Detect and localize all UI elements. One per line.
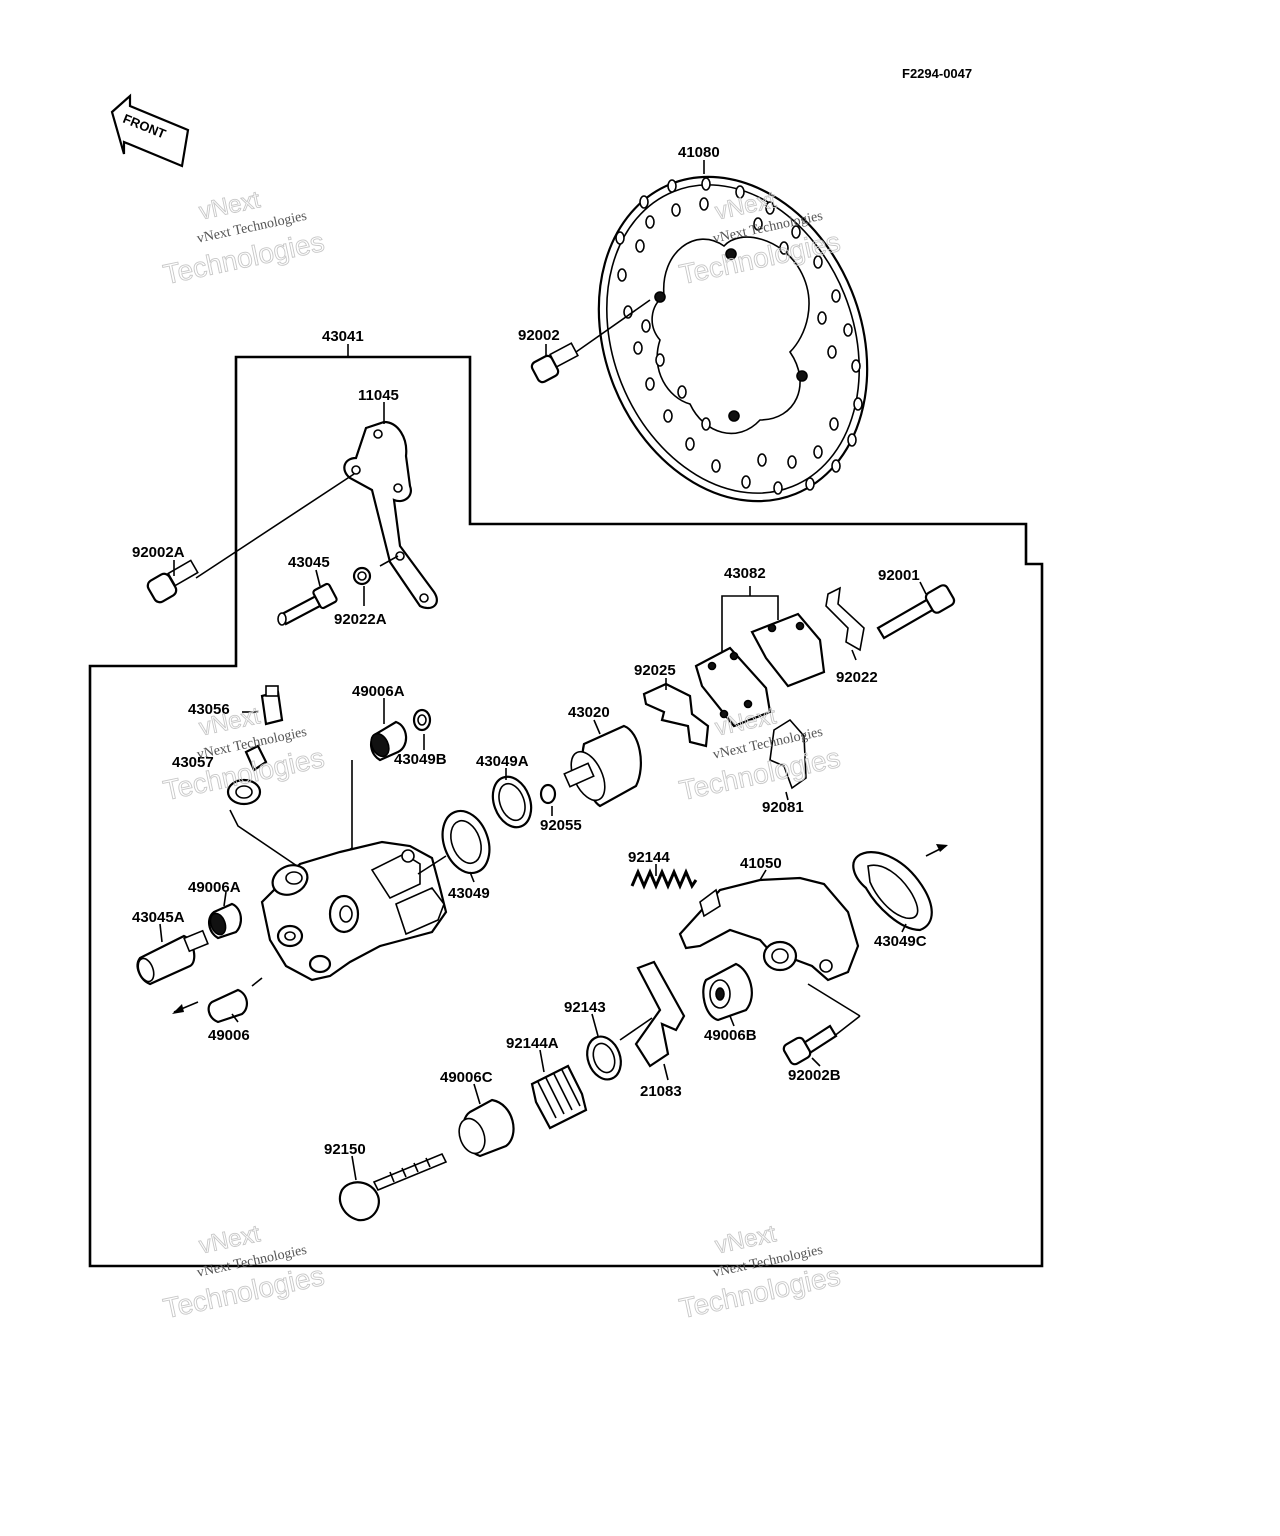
brake-disc — [597, 175, 869, 503]
leader-lines — [159, 160, 927, 1181]
seal-43049 — [417, 809, 491, 875]
spring-92144A — [530, 1064, 588, 1130]
label-92055: 92055 — [540, 817, 582, 834]
label-43049: 43049 — [448, 885, 490, 902]
label-92002B: 92002B — [788, 1067, 841, 1084]
bracket-bolt-92002A — [146, 473, 355, 604]
label-92022A: 92022A — [334, 611, 387, 628]
label-92001: 92001 — [878, 567, 920, 584]
watermark-top-left: vNext vNext Technologies Technologies — [160, 186, 327, 291]
front-arrow-icon: FRONT — [110, 93, 190, 168]
ring-92143 — [586, 1035, 622, 1081]
bushing-49006A-top — [370, 708, 432, 762]
direction-arrow-icon — [172, 1001, 199, 1014]
bleeder-valve — [226, 685, 284, 806]
pin-43045A — [136, 929, 209, 986]
label-41080: 41080 — [678, 144, 720, 161]
label-49006A-bottom: 49006A — [188, 879, 241, 896]
label-11045: 11045 — [358, 387, 399, 404]
label-43045A: 43045A — [132, 909, 185, 926]
label-43082: 43082 — [724, 565, 766, 582]
assembly-outline — [88, 355, 1044, 1268]
label-92144: 92144 — [628, 849, 670, 866]
brake-pads — [694, 586, 826, 728]
label-43020: 43020 — [568, 704, 610, 721]
bolt-92001 — [825, 584, 956, 652]
caliper-body — [229, 760, 448, 982]
label-43056: 43056 — [188, 701, 230, 718]
label-92002A: 92002A — [132, 544, 185, 561]
label-43041: 43041 — [322, 328, 364, 345]
bushing-49006A-bottom — [208, 902, 242, 940]
bushing-49006 — [207, 977, 263, 1024]
label-92025: 92025 — [634, 662, 676, 679]
label-49006A-top: 49006A — [352, 683, 405, 700]
label-49006C: 49006C — [440, 1069, 493, 1086]
part-labels: 41080 92002 43041 11045 92002A 43045 920… — [132, 144, 927, 1158]
spring-92081 — [769, 718, 807, 790]
label-43049A: 43049A — [476, 753, 529, 770]
label-49006: 49006 — [208, 1027, 250, 1044]
label-92002: 92002 — [518, 327, 560, 344]
piston-43020 — [563, 724, 642, 808]
label-92143: 92143 — [564, 999, 606, 1016]
lever-41050 — [678, 876, 861, 1045]
ref-code: F2294-0047 — [902, 66, 972, 81]
clip-92025 — [642, 682, 710, 748]
seal-43049A — [491, 775, 557, 829]
label-43057: 43057 — [172, 754, 214, 771]
lever-21083 — [619, 960, 686, 1068]
label-43049B: 43049B — [394, 751, 447, 768]
label-43045: 43045 — [288, 554, 330, 571]
label-92144A: 92144A — [506, 1035, 559, 1052]
caliper-bracket — [343, 420, 438, 610]
label-43049C: 43049C — [874, 933, 927, 950]
bolt-92002B — [782, 1024, 838, 1066]
boot-49006C — [458, 1098, 515, 1158]
disc-bolt-92002 — [530, 299, 651, 384]
roller-49006B — [702, 962, 753, 1022]
label-92081: 92081 — [762, 799, 804, 816]
adjuster-bolt-92150 — [338, 1152, 448, 1222]
label-41050: 41050 — [740, 855, 782, 872]
pin-43045 — [277, 555, 399, 626]
label-21083: 21083 — [640, 1083, 682, 1100]
label-49006B: 49006B — [704, 1027, 757, 1044]
spring-92144 — [630, 868, 698, 890]
label-92022: 92022 — [836, 669, 878, 686]
label-92150: 92150 — [324, 1141, 366, 1158]
gasket-43049C — [852, 844, 948, 932]
watermark-mid-left: vNext vNext Technologies Technologies — [160, 702, 327, 807]
